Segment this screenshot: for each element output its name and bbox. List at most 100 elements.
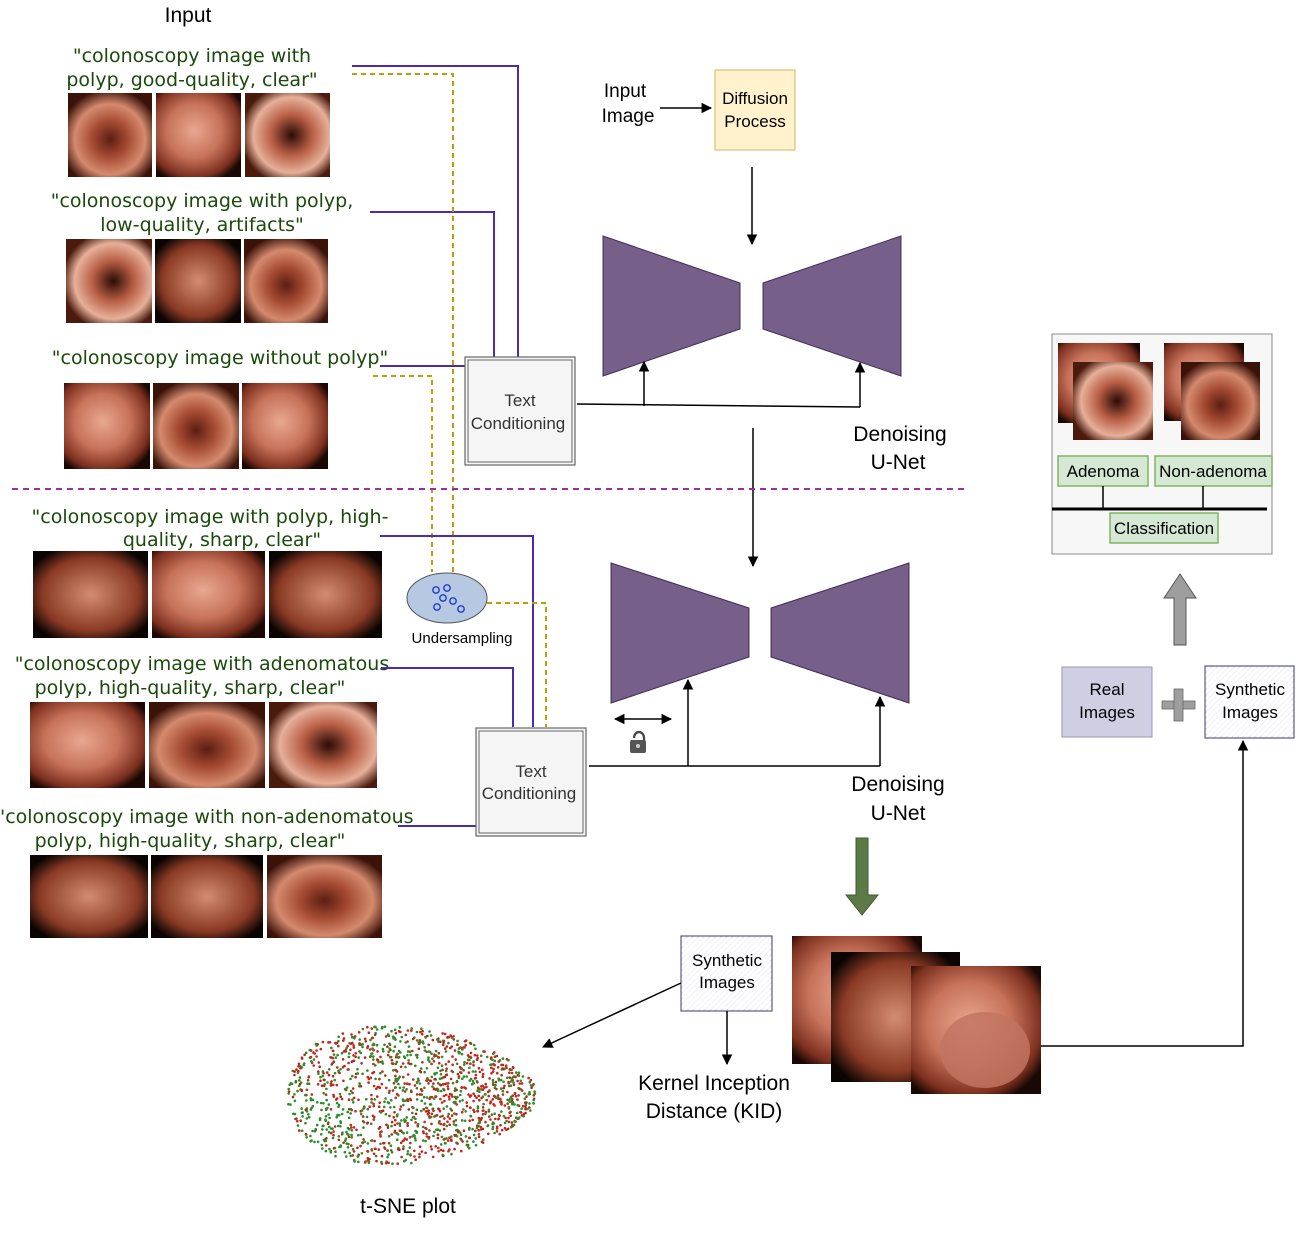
tsne-point bbox=[322, 1138, 326, 1142]
tsne-point bbox=[307, 1115, 311, 1119]
tsne-point bbox=[384, 1161, 388, 1165]
tsne-point bbox=[411, 1037, 415, 1041]
tsne-point bbox=[389, 1106, 392, 1109]
tsne-point bbox=[372, 1102, 375, 1106]
tsne-point bbox=[459, 1071, 463, 1074]
tsne-point bbox=[361, 1115, 365, 1118]
tsne-point bbox=[432, 1060, 436, 1063]
tsne-point bbox=[439, 1097, 442, 1101]
tsne-point bbox=[349, 1089, 353, 1093]
tsne-point bbox=[442, 1149, 445, 1152]
tsne-point bbox=[448, 1098, 451, 1101]
tsne-point bbox=[491, 1058, 494, 1062]
tsne-point bbox=[439, 1148, 443, 1152]
tsne-point bbox=[331, 1049, 335, 1053]
colonoscopy-image bbox=[267, 855, 382, 938]
tsne-point bbox=[350, 1133, 353, 1137]
tsne-point bbox=[445, 1067, 448, 1070]
tsne-point bbox=[499, 1097, 502, 1101]
tsne-point bbox=[455, 1112, 458, 1116]
tsne-point bbox=[503, 1104, 507, 1107]
tsne-point bbox=[417, 1047, 421, 1051]
tsne-point bbox=[415, 1130, 419, 1134]
tsne-point bbox=[443, 1117, 446, 1120]
tsne-point bbox=[372, 1042, 376, 1046]
tsne-point bbox=[441, 1068, 444, 1072]
colonoscopy-image bbox=[245, 93, 330, 177]
tsne-point bbox=[386, 1155, 389, 1159]
tsne-point bbox=[332, 1147, 336, 1150]
tsne-point bbox=[394, 1062, 398, 1066]
tsne-point bbox=[344, 1137, 348, 1140]
tsne-point bbox=[307, 1113, 310, 1116]
tsne-point bbox=[362, 1138, 365, 1141]
tsne-point bbox=[495, 1127, 499, 1130]
tsne-point bbox=[407, 1108, 411, 1111]
tsne-point bbox=[430, 1095, 434, 1099]
tsne-point bbox=[372, 1048, 375, 1052]
tsne-point bbox=[339, 1144, 343, 1147]
tsne-point bbox=[350, 1060, 354, 1064]
tsne-point bbox=[497, 1117, 500, 1121]
tsne-point bbox=[371, 1055, 375, 1058]
tsne-point bbox=[318, 1065, 322, 1068]
tsne-point bbox=[437, 1089, 440, 1093]
tsne-point bbox=[410, 1161, 413, 1165]
tsne-point bbox=[334, 1098, 338, 1101]
tsne-point bbox=[409, 1153, 412, 1156]
tsne-point bbox=[439, 1083, 443, 1087]
tsne-point bbox=[425, 1135, 429, 1138]
tsne-point bbox=[298, 1079, 301, 1082]
tsne-point bbox=[476, 1054, 479, 1057]
synthetic-images-box: Synthetic Images bbox=[680, 935, 773, 1012]
tsne-point bbox=[332, 1060, 336, 1063]
tsne-point bbox=[477, 1094, 481, 1098]
tsne-point bbox=[428, 1115, 431, 1118]
tsne-point bbox=[495, 1130, 499, 1133]
tsne-point bbox=[533, 1090, 536, 1093]
synthetic-output-stack bbox=[792, 936, 1041, 1094]
tsne-point bbox=[340, 1051, 344, 1055]
prompt-bottom-3-line-1: "colonoscopy image with non-adenomatous bbox=[0, 806, 414, 828]
tsne-point bbox=[410, 1090, 413, 1094]
tsne-point bbox=[409, 1098, 413, 1102]
tsne-point bbox=[287, 1087, 291, 1091]
tsne-point bbox=[331, 1083, 335, 1087]
tsne-point bbox=[416, 1124, 420, 1128]
tsne-point bbox=[427, 1135, 431, 1139]
tsne-point bbox=[293, 1112, 297, 1116]
tsne-point bbox=[325, 1137, 328, 1140]
tsne-point bbox=[440, 1064, 444, 1067]
colonoscopy-image bbox=[64, 383, 150, 469]
tsne-point bbox=[347, 1055, 351, 1059]
tsne-point bbox=[471, 1070, 475, 1073]
tsne-point bbox=[393, 1045, 397, 1048]
tsne-point bbox=[358, 1038, 362, 1041]
tsne-point bbox=[402, 1099, 405, 1103]
tsne-point bbox=[423, 1120, 426, 1124]
tsne-point bbox=[357, 1056, 361, 1059]
tsne-point bbox=[472, 1092, 475, 1095]
tsne-point bbox=[321, 1040, 325, 1044]
tsne-point bbox=[381, 1060, 384, 1063]
non-adenoma-label: Non-adenoma bbox=[1159, 462, 1267, 481]
tsne-point bbox=[518, 1087, 521, 1091]
tsne-point bbox=[417, 1042, 421, 1045]
tsne-point bbox=[460, 1110, 464, 1114]
tsne-point bbox=[324, 1118, 327, 1121]
tsne-point bbox=[402, 1145, 405, 1148]
tsne-point bbox=[365, 1097, 368, 1101]
tsne-point bbox=[509, 1080, 513, 1083]
tsne-point bbox=[444, 1069, 448, 1073]
tsne-point bbox=[438, 1077, 442, 1080]
tsne-point bbox=[457, 1129, 460, 1133]
tsne-point bbox=[403, 1137, 407, 1140]
tsne-point bbox=[370, 1097, 373, 1101]
tsne-point bbox=[405, 1088, 408, 1091]
tsne-point bbox=[481, 1127, 485, 1131]
tsne-point bbox=[390, 1029, 393, 1033]
tsne-point bbox=[527, 1092, 530, 1096]
tsne-point bbox=[365, 1115, 369, 1119]
tsne-label: t-SNE plot bbox=[360, 1195, 456, 1218]
real-images-line-1: Real bbox=[1090, 680, 1125, 699]
